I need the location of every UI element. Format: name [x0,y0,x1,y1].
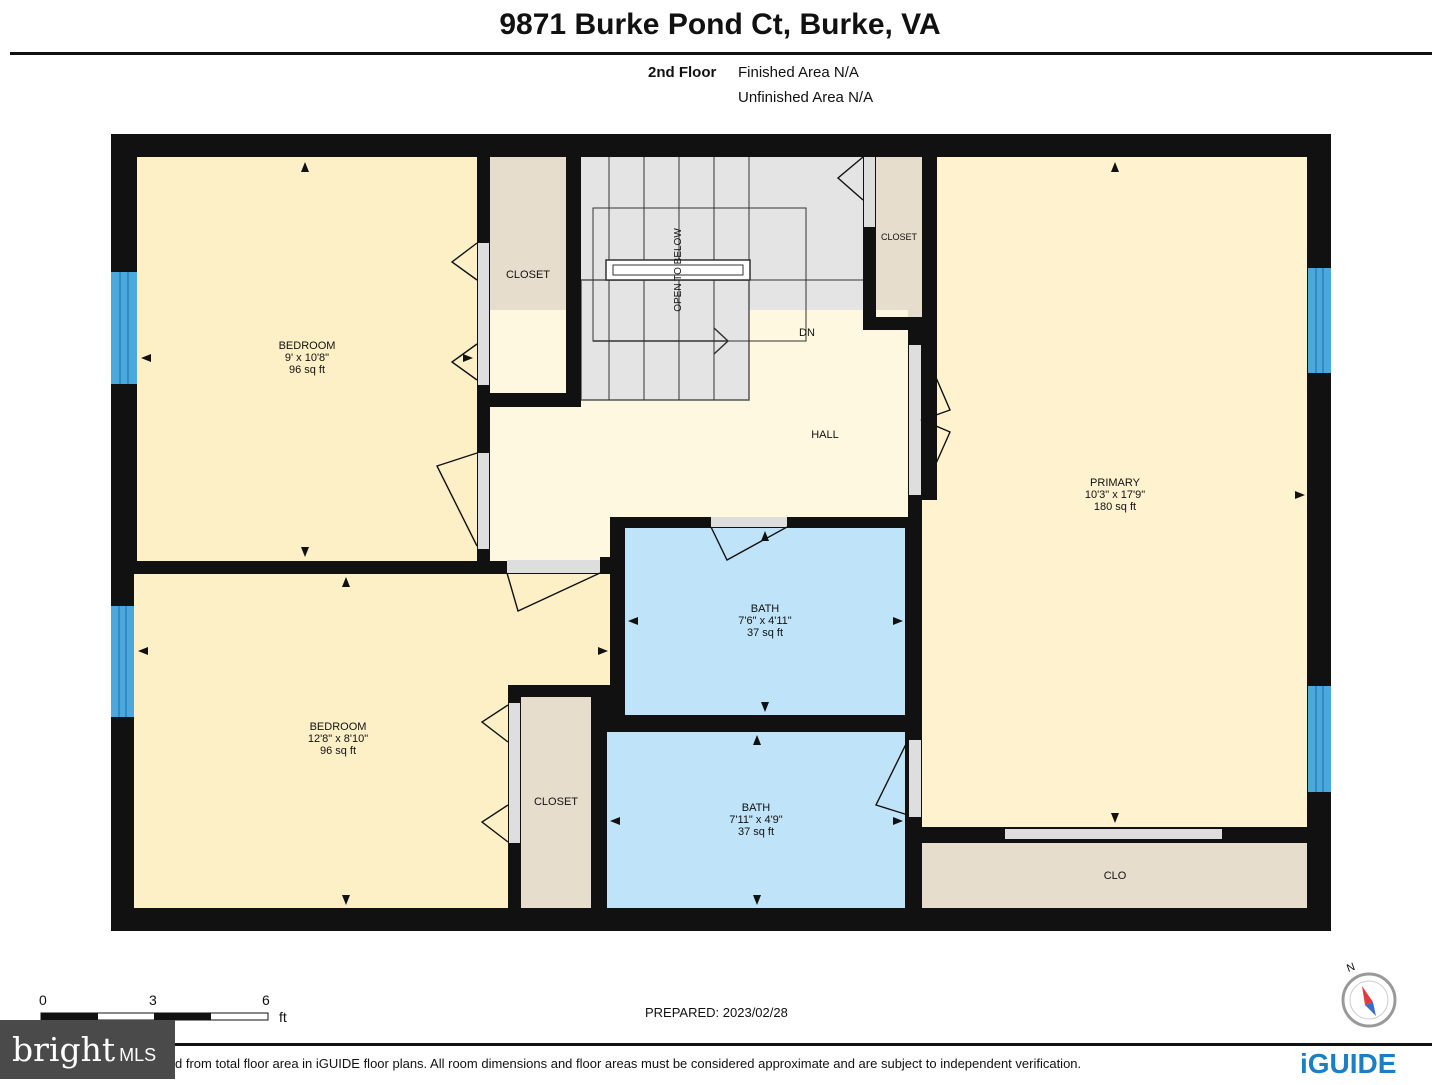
closet-2-label: CLOSET [533,796,579,808]
finished-area: Finished Area N/A [738,64,859,81]
bedroom-2-name: BEDROOM [309,721,367,733]
window-panes [118,268,1324,792]
prepared-date: PREPARED: 2023/02/28 [645,1005,788,1020]
compass-icon [1341,972,1397,1028]
bedroom-1-area: 96 sq ft [288,364,326,376]
footer-divider [10,1043,1432,1046]
footer-disclaimer: d from total floor area in iGUIDE floor … [175,1056,1082,1071]
stair-arrow [593,327,730,355]
bedroom-1-floor [137,157,477,561]
scale-tick-3: 3 [149,992,157,1008]
bedroom-2-dims: 12'8" x 8'10" [307,733,369,745]
stairs-lower [580,279,750,401]
mls-logo-text: MLS [119,1045,157,1065]
bedroom-2-label: BEDROOM 12'8" x 8'10" 96 sq ft [308,721,368,757]
scale-bar [40,1012,269,1021]
unfinished-area: Unfinished Area N/A [738,89,874,106]
bath-1-dims: 7'6" x 4'11" [738,615,792,627]
windows [111,268,1331,792]
bedroom-1-name: BEDROOM [278,340,336,352]
closet-3-label: CLOSET [880,232,918,242]
primary-label: PRIMARY 10'3" x 17'9" 180 sq ft [1085,477,1145,513]
primary-name: PRIMARY [1090,477,1140,489]
railing [612,264,744,276]
closet-3-floor [876,157,922,317]
scale-unit: ft [279,1009,287,1025]
primary-dims: 10'3" x 17'9" [1084,489,1146,501]
clo-floor [922,843,1307,908]
bath-1-area: 37 sq ft [746,627,784,639]
iguide-logo: iGUIDE [1300,1048,1397,1079]
closet-1-label: CLOSET [505,269,551,281]
closet-2-floor [521,697,591,908]
open-to-below-label: OPEN TO BELOW [673,228,684,312]
bath-2-area: 37 sq ft [737,826,775,838]
dimension-arrows [138,162,1305,905]
bedroom-1-label: BEDROOM 9' x 10'8" 96 sq ft [279,340,336,376]
bright-logo-text: bright [12,1030,116,1069]
clo-label: CLO [1103,870,1127,882]
scale-tick-6: 6 [262,992,270,1008]
header-divider [10,52,1432,55]
bedroom-1-dims: 9' x 10'8" [284,352,330,364]
bath-1-floor [625,528,905,715]
primary-floor-ext [922,500,938,827]
hall-label: HALL [811,429,839,441]
page-title: 9871 Burke Pond Ct, Burke, VA [499,8,941,41]
bath-1-label: BATH 7'6" x 4'11" 37 sq ft [738,603,791,639]
door-openings [478,157,1222,843]
hall-floor-ext [490,517,610,561]
floor-name: 2nd Floor [648,64,717,81]
bath-2-dims: 7'11" x 4'9" [729,814,783,826]
bath-2-label: BATH 7'11" x 4'9" 37 sq ft [729,802,782,838]
dn-label: DN [799,327,815,339]
scale-tick-0: 0 [39,992,47,1008]
primary-area: 180 sq ft [1093,501,1137,513]
bath-1-name: BATH [750,603,780,615]
primary-floor [937,157,1307,827]
bedroom-2-area: 96 sq ft [319,745,357,757]
bath-2-floor [607,732,905,908]
bath-2-name: BATH [741,802,771,814]
